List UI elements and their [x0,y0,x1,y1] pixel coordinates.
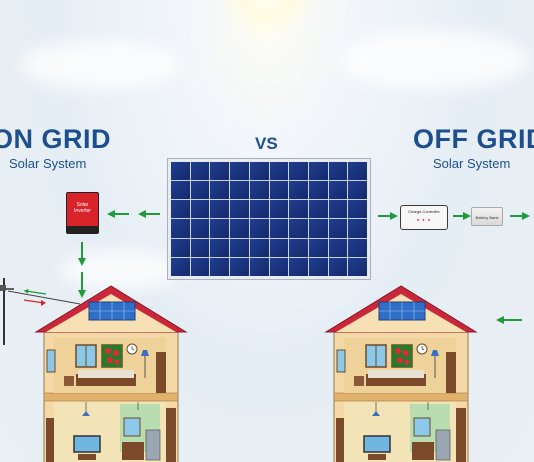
solar-cell [289,257,308,276]
solar-cell [230,162,249,181]
inverter-label-line1: Solar [76,202,89,208]
solar-cell [348,257,367,276]
solar-cell [230,200,249,219]
solar-cell [230,219,249,238]
solar-cell [289,162,308,181]
solar-cell [210,257,230,276]
sun-ray [268,0,270,160]
solar-cell [269,200,289,219]
off-grid-subtitle: Solar System [433,156,511,171]
solar-cell [230,238,249,257]
battery-label: Battery Bank [475,215,499,220]
solar-cell [308,238,328,257]
solar-cell [348,219,367,238]
solar-cell [249,219,269,238]
solar-panel-icon [167,158,371,280]
solar-cell [308,257,328,276]
solar-cell [269,162,289,181]
solar-cell [249,200,269,219]
solar-cell [249,162,269,181]
solar-cell [328,200,348,219]
solar-cell [190,200,210,219]
on-grid-house-icon [35,285,187,462]
on-grid-subtitle: Solar System [9,156,87,171]
solar-cell [171,238,190,257]
solar-cell [249,238,269,257]
solar-cell [190,257,210,276]
solar-cell [210,219,230,238]
solar-cell [269,219,289,238]
solar-cell [190,181,210,200]
solar-cell [210,200,230,219]
solar-cell [171,219,190,238]
solar-cell [249,257,269,276]
solar-cell [171,257,190,276]
solar-cell [328,238,348,257]
inverter-label-line2: Inverter [74,208,91,214]
grid-exchange-arrows [23,288,47,306]
solar-cell [230,257,249,276]
solar-cell [269,238,289,257]
solar-cell [328,257,348,276]
power-pole-icon [0,278,81,345]
solar-cell [230,181,249,200]
battery-icon: Battery Bank [471,207,503,226]
solar-cell [308,162,328,181]
solar-cell [289,238,308,257]
solar-cell [210,181,230,200]
solar-cell [249,181,269,200]
solar-cell [348,162,367,181]
solar-cell [308,219,328,238]
solar-cell [308,200,328,219]
solar-cell [171,181,190,200]
on-grid-title: ON GRID [0,124,112,154]
solar-cell [348,238,367,257]
solar-cell [190,162,210,181]
cloud [20,40,180,90]
solar-cell [171,162,190,181]
solar-cell [348,181,367,200]
solar-cell [190,238,210,257]
solar-cell [269,181,289,200]
solar-cell [210,238,230,257]
solar-cell [308,181,328,200]
solar-cell [328,162,348,181]
solar-cell [210,162,230,181]
solar-cell [190,219,210,238]
solar-cell [171,200,190,219]
charge-controller-label: Charge Controller [408,209,440,214]
solar-cell [269,257,289,276]
charge-controller-icon: Charge Controller ● ● ● [400,205,448,230]
cloud [60,250,180,290]
off-grid-title: OFF GRID [413,124,534,154]
solar-cell [289,181,308,200]
solar-cell [289,219,308,238]
vs-label: VS [255,134,278,153]
off-grid-house-icon [325,285,477,462]
cloud [340,30,530,90]
solar-cell [328,181,348,200]
solar-cell [348,200,367,219]
solar-cell [289,200,308,219]
solar-cell [328,219,348,238]
